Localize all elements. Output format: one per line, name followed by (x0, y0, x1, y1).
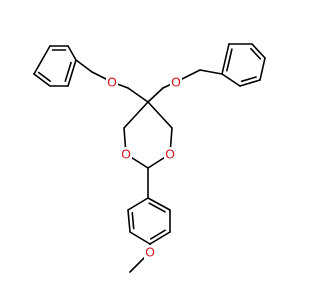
double-bond (221, 43, 230, 75)
double-bond (67, 59, 77, 87)
atom-label-background (170, 75, 182, 89)
single-bond (75, 59, 93, 73)
single-bond (127, 197, 149, 211)
single-bond (147, 101, 173, 129)
single-bond (147, 87, 164, 103)
atom-label-background (106, 75, 118, 89)
molecule-diagram: O O O O O (33, 43, 266, 273)
double-bond (251, 43, 266, 59)
bond-layer (33, 43, 266, 273)
o-methoxy-label: O (145, 245, 155, 260)
single-bond (127, 87, 149, 103)
single-bond (199, 69, 223, 75)
double-bond (131, 211, 135, 230)
double-bond (147, 197, 171, 211)
atom-label-background (164, 147, 176, 161)
double-bond (149, 231, 171, 245)
double-bond (239, 79, 261, 87)
single-bond (67, 45, 77, 61)
atom-label-layer: O O O O O (106, 75, 182, 260)
single-bond (259, 57, 266, 81)
o-benzyl-left-label: O (107, 75, 117, 90)
double-bond (33, 73, 51, 87)
double-bond (127, 209, 131, 233)
single-bond (221, 73, 241, 87)
o-ring-right-label: O (165, 147, 175, 162)
single-bond (33, 45, 51, 75)
double-bond (37, 71, 51, 82)
double-bond (240, 76, 257, 83)
double-bond (64, 61, 72, 82)
o-benzyl-right-label: O (171, 75, 181, 90)
double-bond (149, 229, 166, 240)
single-bond (123, 101, 149, 129)
o-ring-left-label: O (121, 147, 131, 162)
single-bond (129, 231, 151, 245)
atom-label-background (144, 245, 156, 259)
double-bond (250, 47, 262, 60)
double-bond (148, 202, 166, 213)
atom-label-background (120, 147, 132, 161)
double-bond (226, 48, 233, 72)
